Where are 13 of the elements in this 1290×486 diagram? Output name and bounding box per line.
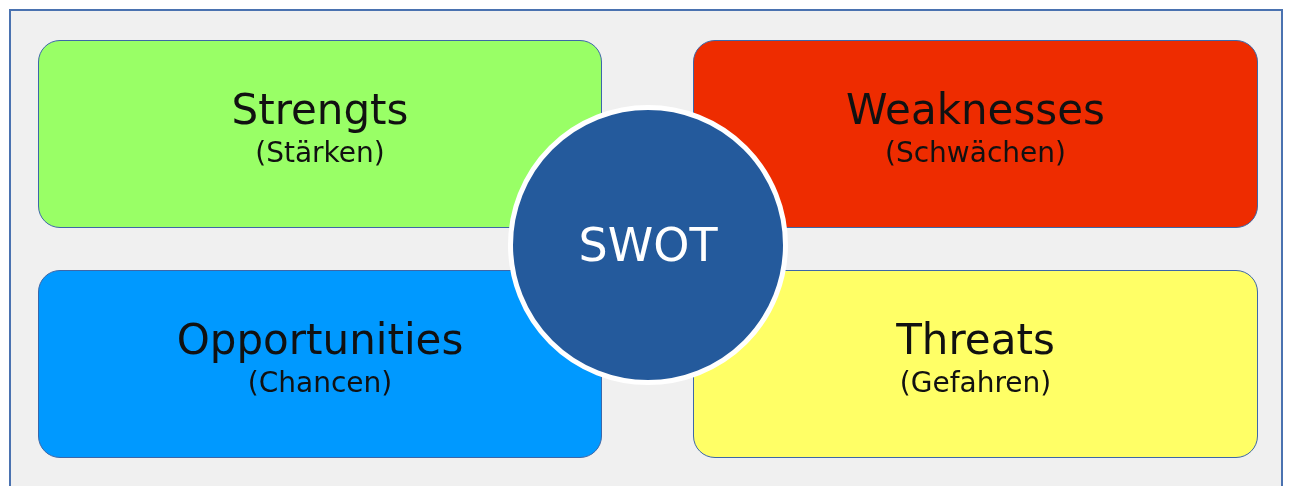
quadrant-subtitle: (Chancen)	[247, 365, 393, 401]
strengths-box	[38, 40, 602, 228]
weaknesses-box	[693, 40, 1258, 228]
quadrant-subtitle: (Gefahren)	[899, 365, 1052, 401]
quadrant-title: Threats	[896, 314, 1055, 365]
opportunities-box	[38, 270, 602, 458]
quadrant-title: Opportunities	[176, 314, 464, 365]
center-label: SWOT	[578, 218, 718, 272]
quadrant-title: Strengts	[231, 84, 409, 135]
quadrant-subtitle: (Stärken)	[255, 135, 385, 171]
quadrant-subtitle: (Schwächen)	[885, 135, 1066, 171]
quadrant-title: Weaknesses	[846, 84, 1105, 135]
threats-box	[693, 270, 1258, 458]
